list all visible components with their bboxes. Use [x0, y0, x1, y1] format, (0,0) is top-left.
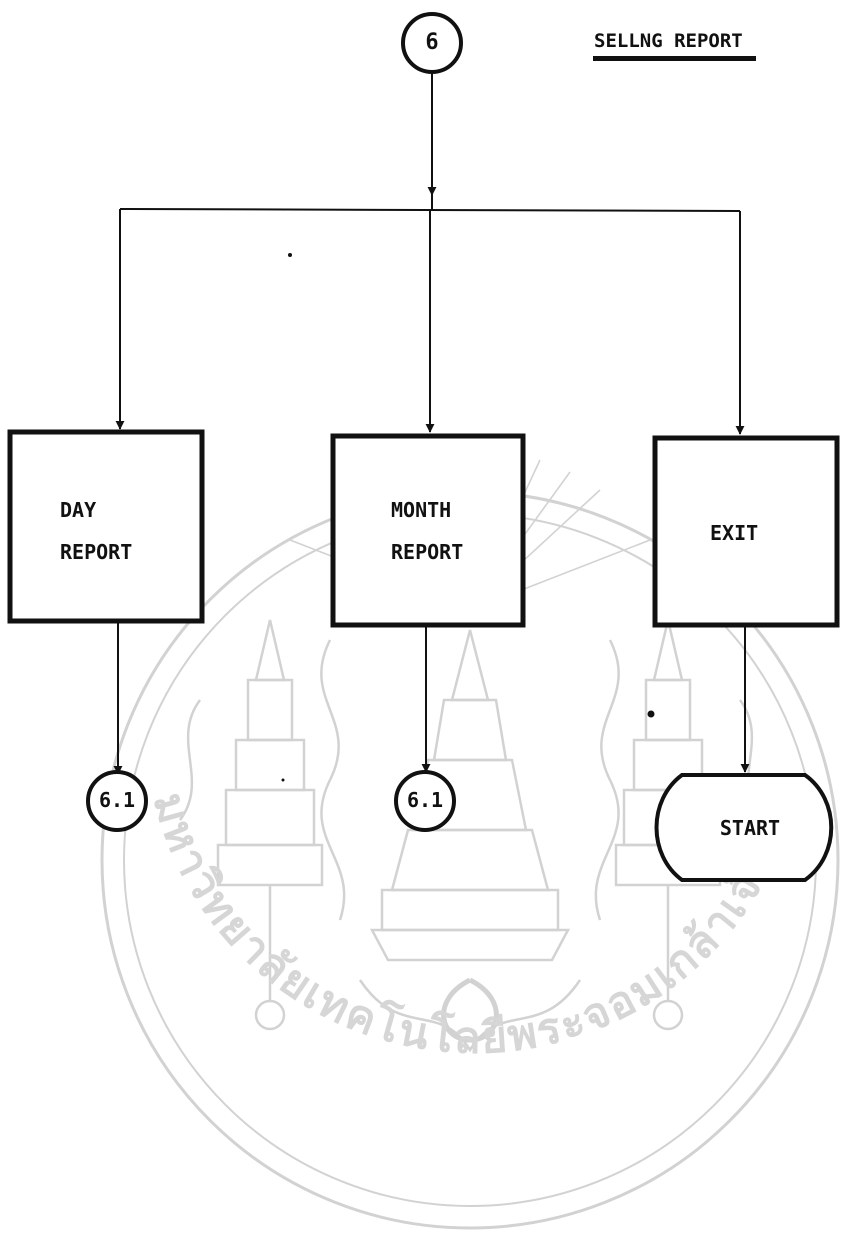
day-report-box [7, 429, 205, 624]
start-connector-label: 6 [425, 30, 439, 55]
exit-box [652, 435, 840, 628]
month-report-line1: MONTH [391, 498, 452, 522]
diagram-title: SELLNG REPORT [594, 30, 743, 52]
month-report-line2: REPORT [391, 540, 464, 564]
month-connector-circle [394, 770, 456, 832]
scan-speck [647, 710, 655, 718]
day-connector-label: 6.1 [98, 788, 136, 812]
day-connector-circle [86, 770, 148, 832]
day-report-line2: REPORT [60, 540, 133, 564]
month-report-box [330, 433, 526, 628]
start-terminator-label: START [719, 816, 781, 840]
scan-speck [288, 253, 292, 257]
day-report-line1: DAY [60, 498, 97, 522]
scan-speck [281, 778, 285, 782]
title-underline [593, 56, 756, 61]
exit-label: EXIT [710, 521, 759, 545]
start-terminator [654, 773, 834, 882]
month-connector-label: 6.1 [406, 788, 444, 812]
